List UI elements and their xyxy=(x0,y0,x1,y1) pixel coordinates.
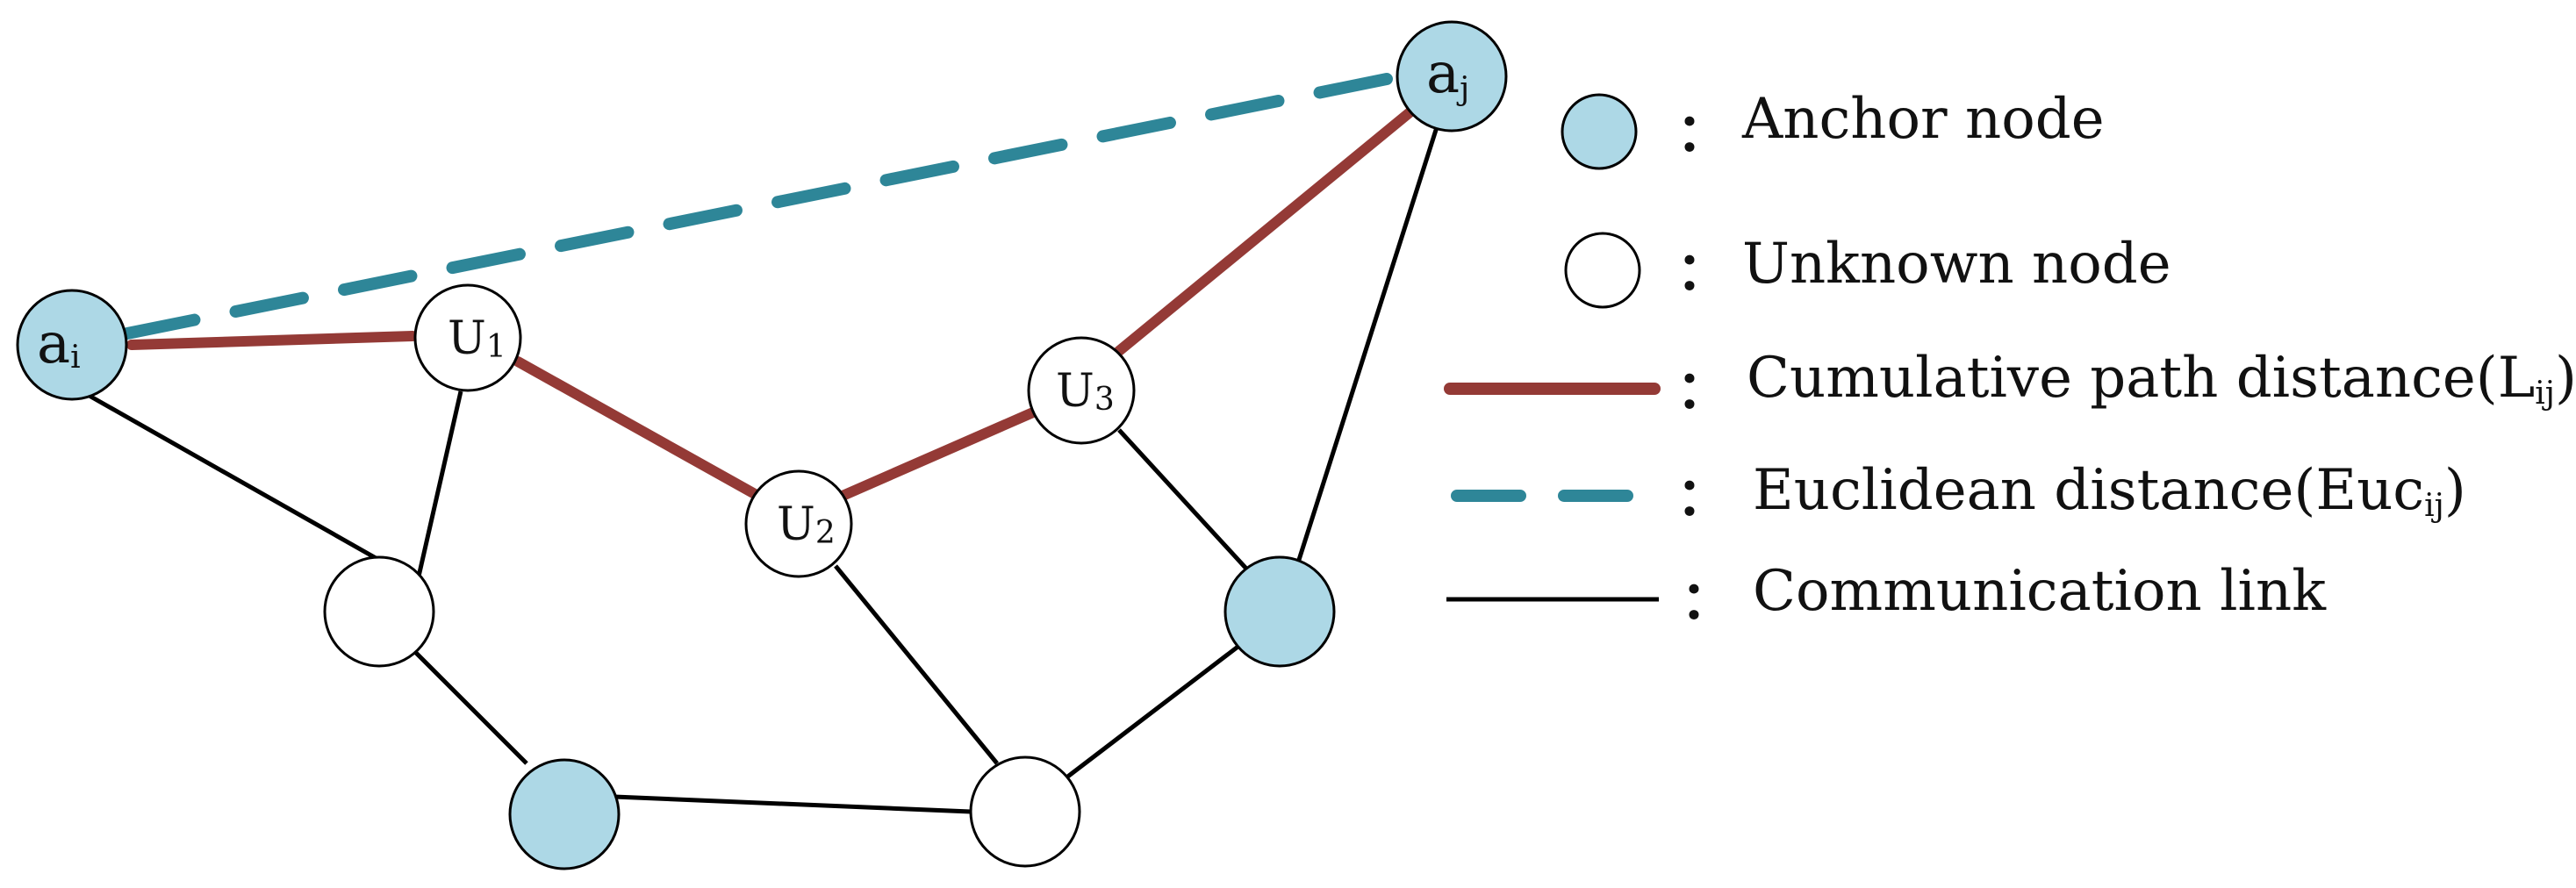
label-u1: U1 xyxy=(448,312,506,365)
legend-cumulative-label: Cumulative path distance(Lij) xyxy=(1747,346,2576,412)
path-u1-u2 xyxy=(513,356,760,499)
unknown-node-bottom-right xyxy=(969,756,1081,868)
anchor-node-right-mid xyxy=(1223,555,1336,668)
legend-euclidean: ： Euclidean distance(Eucij) xyxy=(1451,458,2466,528)
legend-unknown-symbol xyxy=(1564,232,1641,309)
anchor-node-ai xyxy=(16,289,128,401)
legend-cumulative-path: ： Cumulative path distance(Lij) xyxy=(1444,346,2576,421)
legend-communication-link: ： Communication link xyxy=(1446,559,2327,632)
nodes xyxy=(16,20,1508,870)
communication-links xyxy=(86,126,1439,814)
unknown-node-u2 xyxy=(744,469,853,578)
legend-anchor-symbol xyxy=(1561,93,1638,170)
unknown-node-u3 xyxy=(1027,336,1136,445)
link-ai-leftmid xyxy=(86,392,379,562)
unknown-node-left-mid xyxy=(323,555,435,668)
label-aj: aj xyxy=(1426,41,1469,107)
anchor-node-aj xyxy=(1396,20,1508,132)
legend-euclidean-label: Euclidean distance(Eucij) xyxy=(1753,458,2466,524)
link-bottomleft-bottomright xyxy=(614,794,972,814)
legend-unknown-node: ： Unknown node xyxy=(1564,232,2171,309)
legend-link-label: Communication link xyxy=(1753,559,2327,624)
label-u3: U3 xyxy=(1056,365,1115,418)
legend-anchor-node: ： Anchor node xyxy=(1561,87,2105,170)
legend-separator: ： xyxy=(1676,103,1729,164)
link-bottomright-rightmid xyxy=(1060,643,1242,783)
anchor-node-bottom-left xyxy=(508,758,621,870)
cumulative-path xyxy=(126,104,1418,501)
path-u3-aj xyxy=(1114,104,1418,356)
unknown-node-u1 xyxy=(413,283,522,392)
path-u2-u3 xyxy=(837,407,1038,501)
link-leftmid-bottomleft xyxy=(411,648,528,765)
legend-anchor-label: Anchor node xyxy=(1741,87,2105,152)
label-ai: ai xyxy=(37,312,81,376)
link-u3-rightmid xyxy=(1117,428,1248,570)
node-labels: ai aj U1 U2 U3 xyxy=(37,41,1469,551)
link-rightmid-aj xyxy=(1296,126,1439,561)
euclidean-distance-line xyxy=(121,71,1402,340)
link-u1-leftmid xyxy=(416,390,463,577)
legend-unknown-label: Unknown node xyxy=(1742,232,2171,297)
legend-separator: ： xyxy=(1676,241,1729,303)
legend-separator: ： xyxy=(1676,360,1729,421)
legend-separator: ： xyxy=(1681,570,1733,632)
link-u2-bottomright xyxy=(834,564,999,765)
path-ai-u1 xyxy=(126,331,418,350)
legend-separator: ： xyxy=(1676,467,1729,528)
label-u2: U2 xyxy=(777,498,836,551)
legend: ： Anchor node ： Unknown node ： Cumulativ… xyxy=(1444,87,2576,632)
